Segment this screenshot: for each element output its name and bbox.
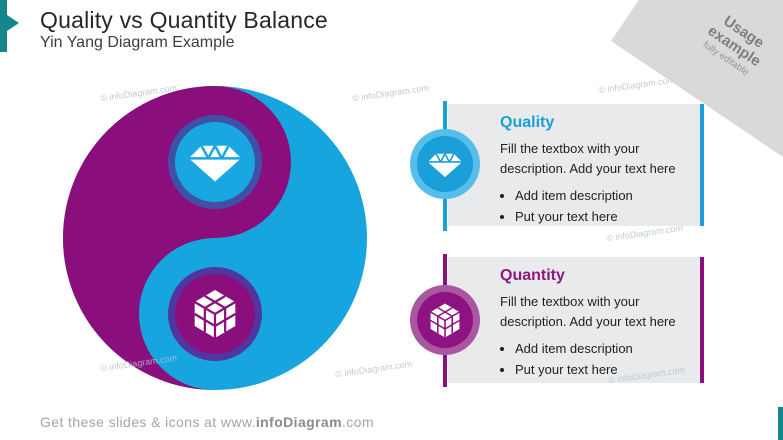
quantity-title: Quantity	[500, 267, 565, 284]
quantity-bullet-list: Add item description Put your text here	[500, 339, 690, 381]
quality-bullet-list: Add item description Put your text here	[500, 186, 690, 228]
cube-icon	[429, 302, 461, 338]
quality-textbox: Quality Fill the textbox with your descr…	[448, 104, 704, 226]
footer-credit: Get these slides & icons at www.infoDiag…	[40, 414, 374, 430]
quality-title: Quality	[500, 114, 555, 131]
teal-corner-accent	[0, 0, 19, 52]
quality-badge-inner	[417, 136, 473, 192]
page-title: Quality vs Quantity Balance	[40, 7, 328, 33]
list-item: Put your text here	[515, 360, 690, 381]
footer-brand: infoDiagram	[255, 414, 342, 430]
quantity-textbox: Quantity Fill the textbox with your desc…	[448, 257, 704, 383]
quantity-description: Fill the textbox with your description. …	[500, 294, 676, 329]
list-item: Put your text here	[515, 207, 690, 228]
quality-description: Fill the textbox with your description. …	[500, 141, 676, 176]
page-subtitle: Yin Yang Diagram Example	[40, 34, 235, 51]
quantity-badge	[410, 285, 480, 355]
footer-prefix: Get these slides & icons at www.	[40, 414, 256, 430]
footer-suffix: .com	[341, 414, 374, 430]
quantity-badge-inner	[417, 292, 473, 348]
watermark: © infoDiagram.com	[597, 74, 676, 96]
list-item: Add item description	[515, 186, 690, 207]
quality-badge	[410, 129, 480, 199]
teal-bottom-bar	[778, 407, 783, 440]
diamond-icon	[427, 152, 463, 178]
yin-yang-diagram	[63, 86, 367, 390]
list-item: Add item description	[515, 339, 690, 360]
